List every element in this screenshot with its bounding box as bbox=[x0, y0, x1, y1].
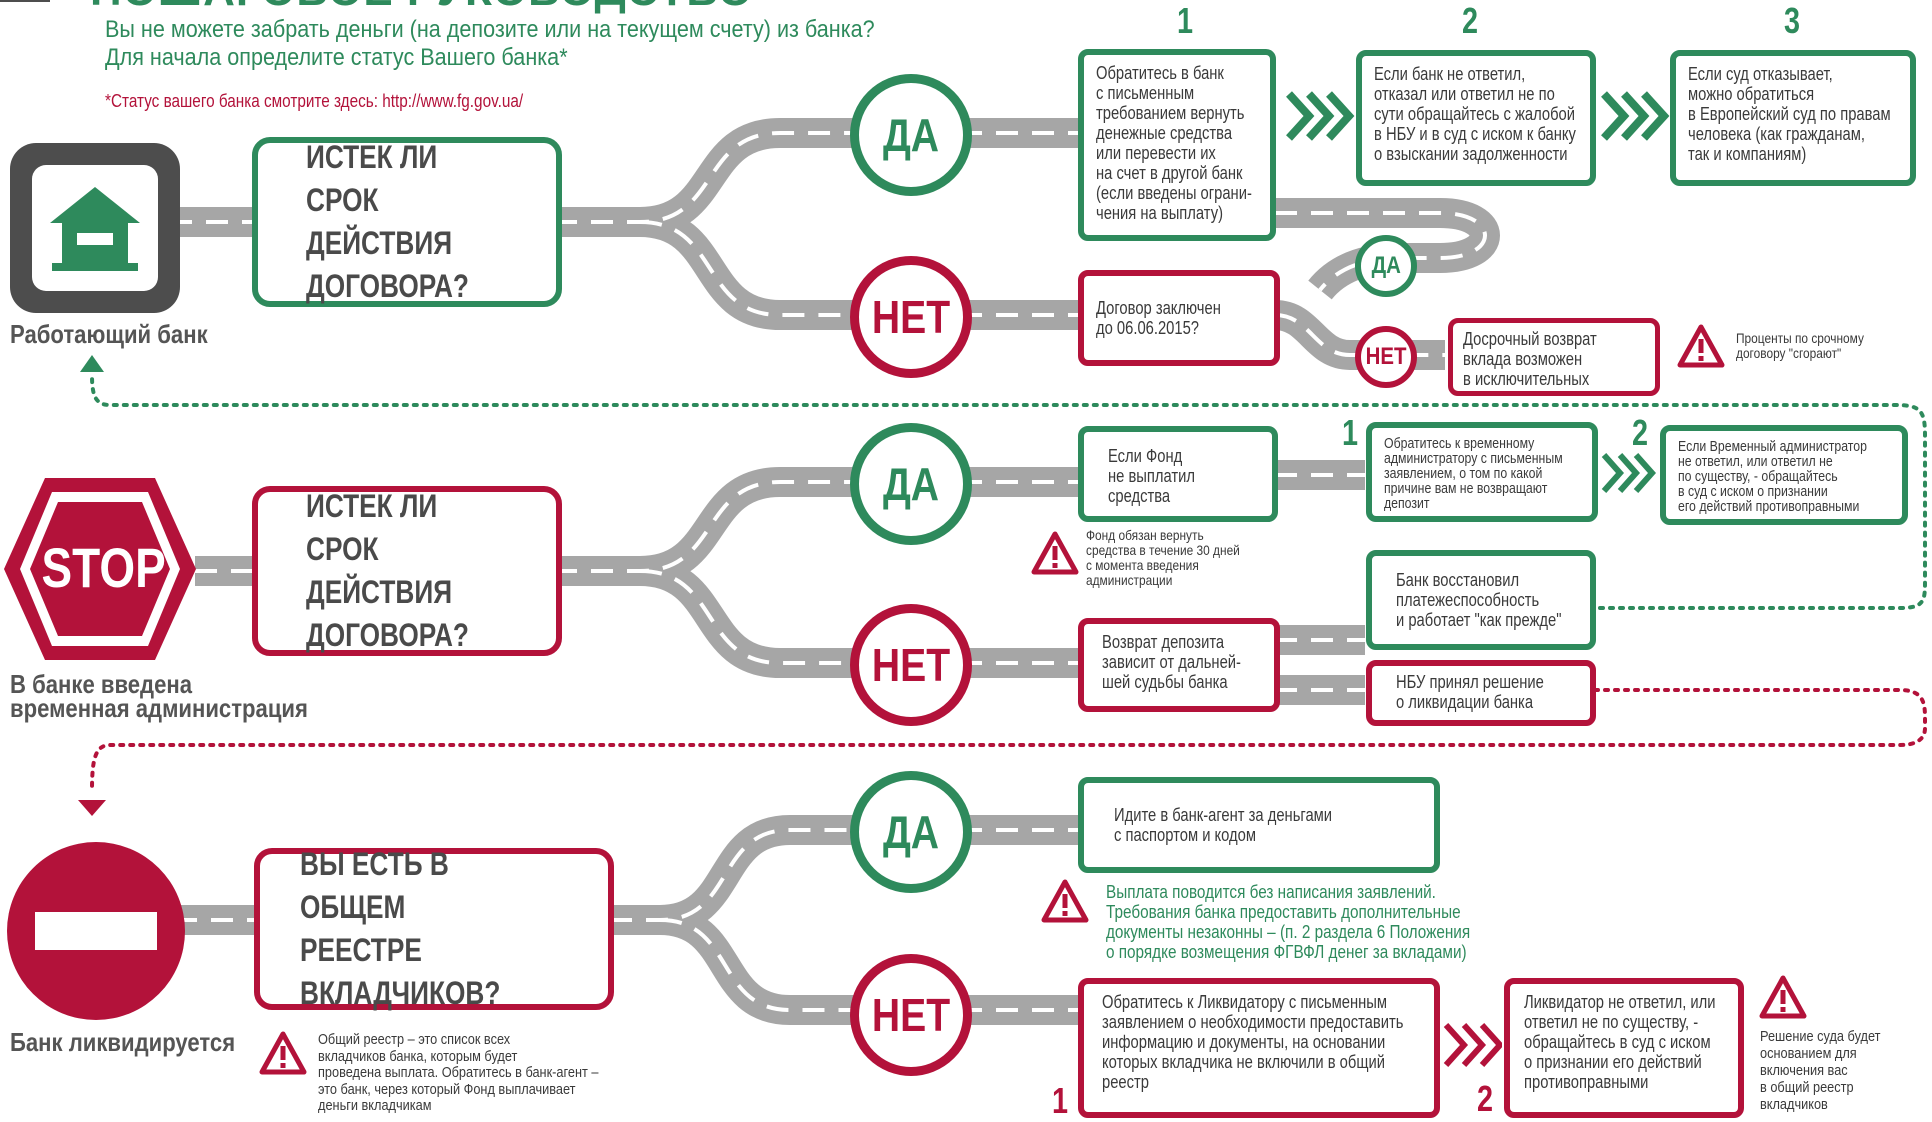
section1-question-text: ИСТЕК ЛИ СРОК ДЕЙСТВИЯ ДОГОВОРА? bbox=[306, 139, 469, 304]
section1-sub-no-circle: НЕТ bbox=[1355, 326, 1417, 388]
section3-court-note: Решение суда будет основанием для включе… bbox=[1760, 1028, 1881, 1113]
yes-label: ДА bbox=[882, 806, 940, 858]
yes-label: ДА bbox=[882, 109, 940, 161]
chevrons-icon bbox=[1286, 91, 1355, 141]
section1-sub-yes-circle: ДА bbox=[1355, 235, 1417, 297]
step-number-2: 2 bbox=[1477, 1078, 1494, 1119]
step-number-1: 1 bbox=[1052, 1080, 1069, 1121]
section2-yes-box-text: Если Фонд не выплатил средства bbox=[1108, 446, 1196, 506]
no-entry-icon bbox=[7, 842, 185, 1020]
section1-question: ИСТЕК ЛИ СРОК ДЕЙСТВИЯ ДОГОВОРА? bbox=[252, 137, 562, 307]
section1-warning: Проценты по срочному договору "сгорают" bbox=[1736, 330, 1864, 361]
section3-yes-box: Идите в банк-агент за деньгами с паспорт… bbox=[1078, 777, 1440, 873]
warning-icon bbox=[1041, 879, 1089, 923]
section1-no-box-text: Договор заключен до 06.06.2015? bbox=[1096, 298, 1221, 338]
warning-icon bbox=[1031, 531, 1079, 575]
section3-yes-warning: Выплата поводится без написания заявлени… bbox=[1106, 882, 1471, 962]
section3-question: ВЫ ЕСТЬ В ОБЩЕМ РЕЕСТРЕ ВКЛАДЧИКОВ? bbox=[254, 846, 614, 1011]
section2-no-result2: НБУ принял решение о ликвидации банка bbox=[1366, 660, 1596, 726]
warning-icon bbox=[1677, 324, 1725, 368]
chevrons-icon bbox=[1601, 91, 1670, 141]
section2-no-box: Возврат депозита зависит от дальней- шей… bbox=[1078, 618, 1280, 712]
warning-icon bbox=[1759, 975, 1807, 1019]
yes-label: ДА bbox=[882, 458, 940, 510]
section3-registry-note: Общий реестр – это список всех вкладчико… bbox=[318, 1031, 599, 1114]
intro-text: Вы не можете забрать деньги (на депозите… bbox=[105, 16, 875, 72]
section1-yes-circle: ДА bbox=[850, 74, 972, 196]
section3-no-step2: Ликвидатор не ответил, или ответил не по… bbox=[1504, 978, 1744, 1118]
section1-yes-step3: Если суд отказывает, можно обратиться в … bbox=[1670, 50, 1916, 186]
section1-label: Работающий банк bbox=[10, 319, 208, 349]
section1-no-no-box-text: Досрочный возврат вклада возможен в искл… bbox=[1463, 329, 1597, 391]
section3-yes-box-text: Идите в банк-агент за деньгами с паспорт… bbox=[1114, 805, 1333, 845]
chevrons-icon bbox=[1443, 1022, 1502, 1068]
section2-yes-step2: Если Временный администратор не ответил,… bbox=[1660, 425, 1908, 525]
step-number-3: 3 bbox=[1784, 0, 1801, 41]
section3-no-circle: НЕТ bbox=[850, 954, 972, 1076]
section2-yes-warning: Фонд обязан вернуть средства в течение 3… bbox=[1086, 527, 1240, 588]
section2-question-text: ИСТЕК ЛИ СРОК ДЕЙСТВИЯ ДОГОВОРА? bbox=[306, 488, 469, 653]
step-number-1: 1 bbox=[1342, 412, 1359, 453]
section3-no-step2-text: Ликвидатор не ответил, или ответил не по… bbox=[1524, 992, 1716, 1092]
no-label: НЕТ bbox=[871, 291, 951, 343]
step-number-1: 1 bbox=[1177, 0, 1194, 41]
section1-yes-step2: Если банк не ответил, отказал или ответи… bbox=[1356, 50, 1596, 186]
section3-yes-circle: ДА bbox=[850, 771, 972, 893]
section1-no-box: Договор заключен до 06.06.2015? bbox=[1078, 270, 1280, 366]
section2-question: ИСТЕК ЛИ СРОК ДЕЙСТВИЯ ДОГОВОРА? bbox=[252, 486, 562, 656]
no-label: НЕТ bbox=[871, 989, 951, 1041]
yes-label: ДА bbox=[1371, 252, 1401, 279]
header-bar bbox=[0, 0, 50, 2]
section2-yes-step1-text: Обратитесь к временному администратору с… bbox=[1384, 435, 1563, 512]
section1-yes-step2-text: Если банк не ответил, отказал или ответи… bbox=[1374, 64, 1576, 164]
section3-no-step1-text: Обратитесь к Ликвидатору с письменным за… bbox=[1102, 992, 1404, 1092]
section2-no-result1: Банк восстановил платежеспособность и ра… bbox=[1366, 550, 1596, 650]
no-label: НЕТ bbox=[871, 639, 951, 691]
section3-no-step1: Обратитесь к Ликвидатору с письменным за… bbox=[1078, 978, 1440, 1118]
no-label: НЕТ bbox=[1365, 343, 1407, 370]
section2-no-box-text: Возврат депозита зависит от дальней- шей… bbox=[1102, 632, 1241, 692]
intro-line-2: Для начала определите статус Вашего банк… bbox=[105, 44, 568, 71]
section1-no-circle: НЕТ bbox=[850, 256, 972, 378]
intro-line-1: Вы не можете забрать деньги (на депозите… bbox=[105, 16, 875, 43]
section2-no-circle: НЕТ bbox=[850, 604, 972, 726]
section2-yes-circle: ДА bbox=[850, 423, 972, 545]
section2-yes-step2-text: Если Временный администратор не ответил,… bbox=[1678, 438, 1867, 515]
section1-no-no-box: Досрочный возврат вклада возможен в искл… bbox=[1448, 318, 1660, 396]
status-note: *Статус вашего банка смотрите здесь: htt… bbox=[105, 91, 524, 111]
bank-house-icon bbox=[10, 143, 180, 313]
section1-yes-step3-text: Если суд отказывает, можно обратиться в … bbox=[1688, 64, 1891, 164]
section2-no-result1-text: Банк восстановил платежеспособность и ра… bbox=[1396, 570, 1562, 630]
stop-text: STOP bbox=[41, 536, 166, 599]
section2-yes-box: Если Фонд не выплатил средства bbox=[1078, 426, 1278, 522]
section2-no-result2-text: НБУ принял решение о ликвидации банка bbox=[1396, 672, 1544, 712]
chevrons-icon bbox=[1601, 453, 1656, 493]
section1-yes-step1: Обратитесь в банк с письменным требовани… bbox=[1078, 49, 1276, 241]
stop-sign-icon bbox=[4, 478, 196, 660]
warning-icon bbox=[259, 1031, 307, 1075]
step-number-2: 2 bbox=[1632, 412, 1649, 453]
section2-yes-step1: Обратитесь к временному администратору с… bbox=[1366, 422, 1598, 522]
page-title: ПОШАГОВОЕ РУКОВОДСТВО bbox=[90, 0, 753, 16]
section1-yes-step1-text: Обратитесь в банк с письменным требовани… bbox=[1096, 63, 1252, 223]
section3-label: Банк ликвидируется bbox=[10, 1027, 236, 1057]
step-number-2: 2 bbox=[1462, 0, 1479, 41]
section3-question-text: ВЫ ЕСТЬ В ОБЩЕМ РЕЕСТРЕ ВКЛАДЧИКОВ? bbox=[300, 846, 501, 1011]
section2-label: В банке введена временная администрация bbox=[10, 669, 308, 723]
